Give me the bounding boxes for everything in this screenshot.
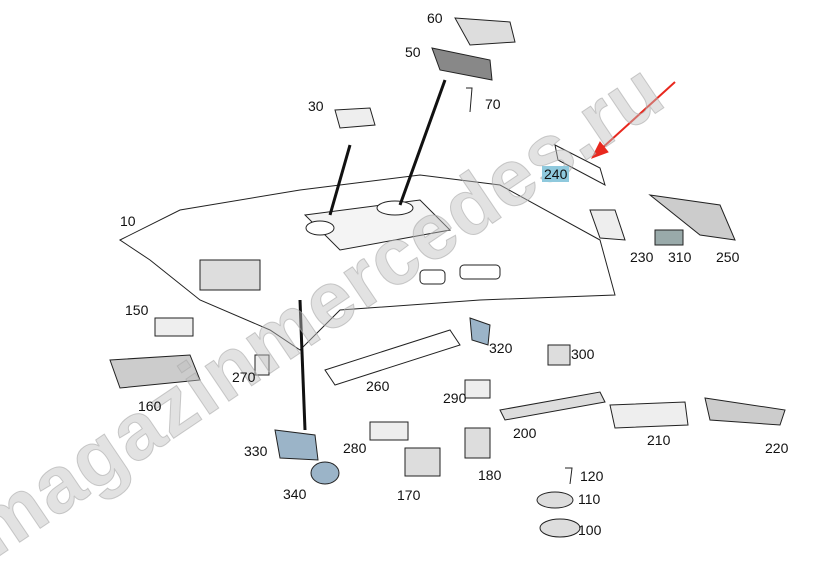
- part-label-180: 180: [478, 467, 502, 483]
- part-label-320: 320: [489, 340, 513, 356]
- part-230: [589, 209, 626, 241]
- part-60: [454, 17, 516, 46]
- part-270: [254, 354, 270, 376]
- part-110: [536, 491, 574, 509]
- part-120: [565, 467, 573, 485]
- part-220: [704, 397, 786, 426]
- part-label-310: 310: [668, 249, 692, 265]
- part-label-220: 220: [765, 440, 789, 456]
- part-label-160: 160: [138, 398, 162, 414]
- part-320: [469, 317, 491, 346]
- part-label-120: 120: [580, 468, 604, 484]
- part-170: [404, 447, 441, 477]
- part-200: [499, 391, 606, 421]
- part-label-170: 170: [397, 487, 421, 503]
- part-label-70: 70: [485, 96, 501, 112]
- part-label-110: 110: [578, 491, 601, 507]
- part-70: [466, 87, 473, 113]
- part-50: [431, 47, 493, 81]
- part-label-250: 250: [716, 249, 740, 265]
- part-260: [324, 329, 461, 386]
- part-330: [274, 429, 319, 461]
- red-arrow-icon: [590, 81, 676, 159]
- part-30: [334, 107, 376, 129]
- part-290: [464, 379, 491, 399]
- part-label-260: 260: [366, 378, 390, 394]
- part-label-270: 270: [232, 369, 256, 385]
- headliner-part-10: [119, 174, 616, 351]
- part-label-30: 30: [308, 98, 324, 114]
- part-label-210: 210: [647, 432, 671, 448]
- part-label-300: 300: [571, 346, 595, 362]
- part-label-340: 340: [283, 486, 307, 502]
- part-label-150: 150: [125, 302, 149, 318]
- part-210: [609, 401, 689, 429]
- part-label-240[interactable]: 240: [542, 166, 570, 182]
- part-310: [654, 229, 684, 246]
- part-250: [648, 194, 736, 241]
- part-160: [109, 354, 201, 389]
- part-label-60: 60: [427, 10, 443, 26]
- part-label-10: 10: [120, 213, 136, 229]
- part-label-280: 280: [343, 440, 367, 456]
- part-150: [154, 317, 194, 337]
- part-340: [310, 461, 340, 485]
- part-label-100: 100: [578, 522, 602, 538]
- part-300: [547, 344, 571, 366]
- part-label-50: 50: [405, 44, 421, 60]
- part-label-330: 330: [244, 443, 268, 459]
- part-label-230: 230: [630, 249, 654, 265]
- part-label-200: 200: [513, 425, 537, 441]
- part-100: [539, 518, 581, 538]
- part-280: [369, 421, 409, 441]
- part-180: [464, 427, 491, 459]
- part-label-290: 290: [443, 390, 467, 406]
- part-240: [554, 144, 606, 187]
